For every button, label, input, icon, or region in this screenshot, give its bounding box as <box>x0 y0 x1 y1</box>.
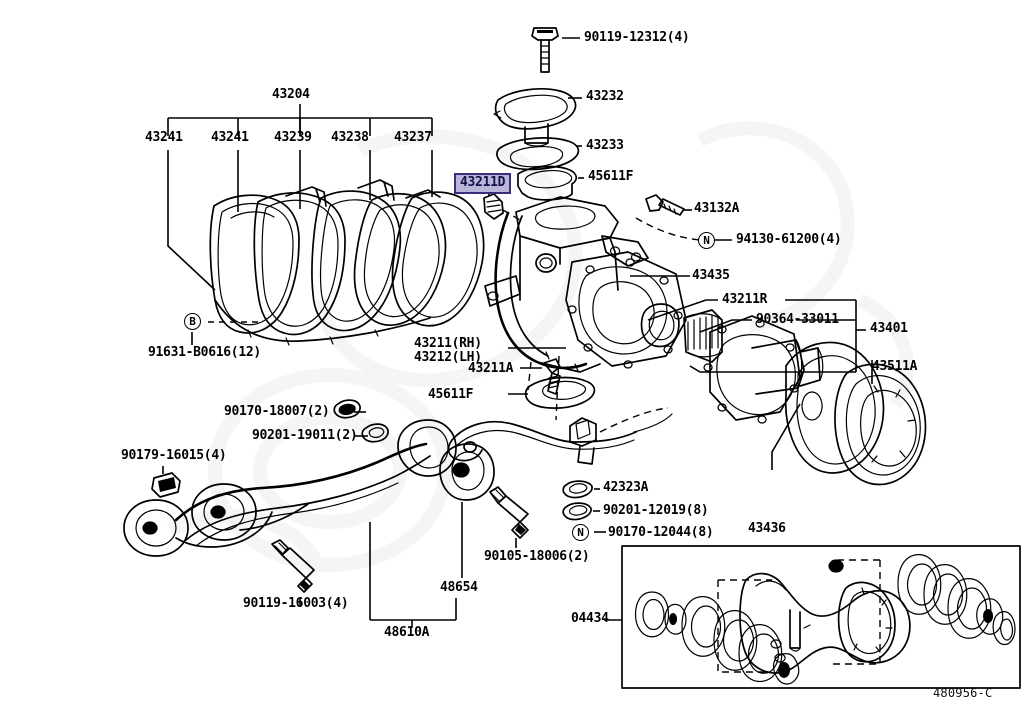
axle-hub-assembly <box>703 315 927 486</box>
label-43435: 43435 <box>692 268 730 283</box>
part-90179-16015 <box>151 466 181 498</box>
label-43233: 43233 <box>586 138 624 153</box>
diagram-code: 480956-C <box>933 686 993 700</box>
label-43436: 43436 <box>748 521 786 536</box>
label-90105-18006: 90105-18006(2) <box>484 549 590 564</box>
label-94130-61200: 94130-61200(4) <box>736 232 842 247</box>
part-42323A <box>562 480 600 499</box>
label-43211R: 43211R <box>722 292 768 307</box>
part-90201-19011 <box>361 423 389 443</box>
marker-b-91631: B <box>184 313 201 330</box>
leader-94130 <box>635 217 701 241</box>
differential-carrier-43211 <box>484 196 687 421</box>
label-43204: 43204 <box>272 87 310 102</box>
label-90170-18007: 90170-18007(2) <box>224 404 330 419</box>
part-48654 <box>439 443 495 578</box>
bracket-43204 <box>167 104 433 291</box>
label-48654: 48654 <box>440 580 478 595</box>
part-90170-18007 <box>333 399 361 419</box>
label-45611F-lower: 45611F <box>428 387 474 402</box>
part-43211D <box>483 192 521 221</box>
steering-arm <box>447 407 673 465</box>
label-43239: 43239 <box>274 130 312 145</box>
label-90364-33011: 90364-33011 <box>756 312 839 327</box>
lower-control-arm-48610A <box>123 419 457 557</box>
leader-43211R <box>647 299 718 321</box>
label-43238: 43238 <box>331 130 369 145</box>
part-45611F-lower <box>508 376 596 409</box>
label-43132A: 43132A <box>694 201 740 216</box>
part-43211A-stud <box>520 358 561 395</box>
label-43211A: 43211A <box>468 361 514 376</box>
label-90179-16015: 90179-16015(4) <box>121 448 227 463</box>
part-90201-12019 <box>562 502 600 521</box>
label-43241-b: 43241 <box>211 130 249 145</box>
marker-n-90170: N <box>572 524 589 541</box>
label-90201-19011: 90201-19011(2) <box>252 428 358 443</box>
label-43511A: 43511A <box>872 359 918 374</box>
label-90170-12044: 90170-12044(8) <box>608 525 714 540</box>
label-45611F-upper: 45611F <box>588 169 634 184</box>
part-43132A <box>645 194 692 216</box>
label-04434: 04434 <box>571 611 609 626</box>
part-43211R-bearing <box>683 309 723 363</box>
label-43237: 43237 <box>394 130 432 145</box>
label-90119-12312: 90119-12312(4) <box>584 30 690 45</box>
inset-box-04434 <box>604 545 1021 689</box>
label-90201-12019: 90201-12019(8) <box>603 503 709 518</box>
part-45611F-upper <box>517 165 584 201</box>
bracket-48610A <box>369 522 457 628</box>
part-90105-18006 <box>489 486 529 548</box>
part-43232 <box>493 88 582 147</box>
label-48610A: 48610A <box>384 625 430 640</box>
label-43241-a: 43241 <box>145 130 183 145</box>
backing-plate-stack <box>209 179 485 346</box>
part-90119-16003 <box>271 539 315 606</box>
label-43211-rh: 43211(RH) <box>414 336 482 351</box>
part-90119-12312 <box>531 27 580 73</box>
label-43232: 43232 <box>586 89 624 104</box>
label-43211D-highlighted[interactable]: 43211D <box>454 173 512 194</box>
label-43212-lh: 43212(LH) <box>414 350 482 365</box>
leader-90364 <box>699 319 752 333</box>
label-91631-B0616: 91631-B0616(12) <box>148 345 261 360</box>
part-43233 <box>496 137 582 171</box>
label-90119-16003: 90119-16003(4) <box>243 596 349 611</box>
label-42323A: 42323A <box>603 480 649 495</box>
marker-n-94130: N <box>698 232 715 249</box>
label-43401: 43401 <box>870 321 908 336</box>
